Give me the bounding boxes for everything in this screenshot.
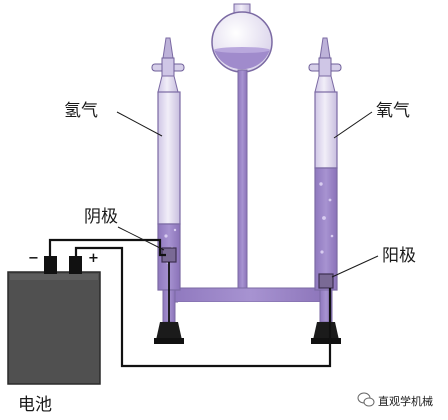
watermark: 直观学机械 (357, 392, 433, 408)
connecting-tube (169, 287, 333, 312)
wechat-icon (357, 392, 375, 407)
battery (7, 256, 101, 385)
right-tube (308, 37, 342, 344)
cathode-leader (117, 226, 165, 251)
battery-label: 电池 (18, 395, 52, 415)
oxygen-label: 氧气 (376, 101, 410, 121)
hydrogen-leader (116, 111, 163, 137)
minus-sign: − (28, 251, 39, 266)
anode-leader (331, 255, 379, 278)
negative-terminal (44, 256, 57, 274)
cathode-label: 阴极 (84, 207, 118, 227)
anode-wire (74, 246, 332, 368)
anode-label: 阳极 (382, 246, 416, 266)
cathode-wire (48, 238, 166, 257)
anode-electrode (318, 273, 334, 289)
reservoir (211, 3, 273, 293)
plus-sign: + (88, 251, 99, 266)
hydrogen-label: 氢气 (64, 101, 98, 121)
left-tube (151, 37, 185, 344)
watermark-text: 直观学机械 (378, 394, 433, 408)
positive-terminal (69, 256, 82, 274)
oxygen-leader (333, 111, 373, 139)
wires (48, 238, 332, 368)
